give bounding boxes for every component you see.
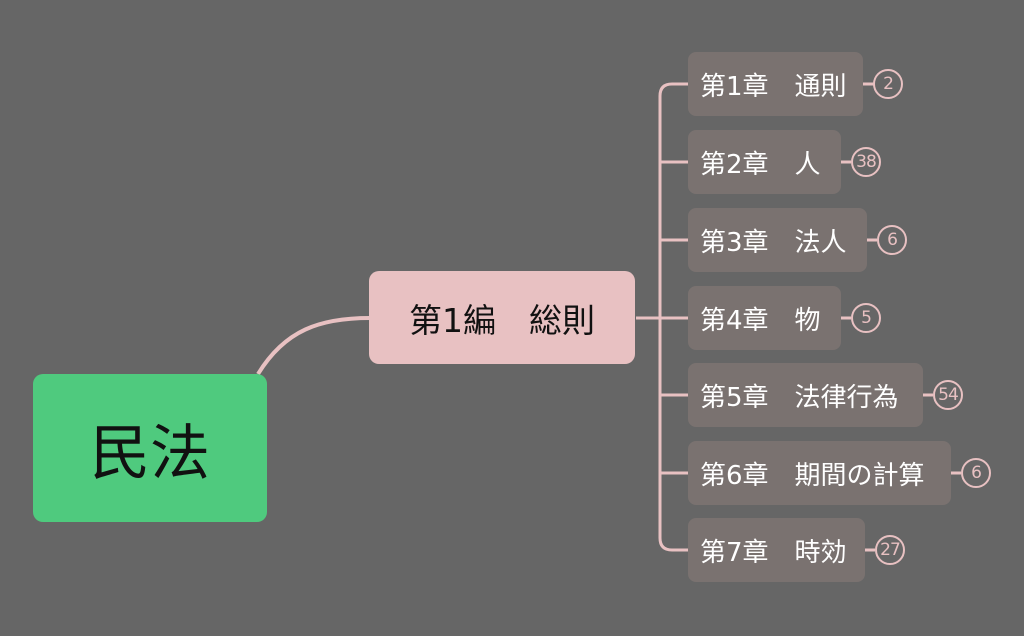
chapter-label: 第6章 期間の計算: [700, 460, 925, 491]
badge-count: 54: [938, 385, 959, 405]
chapter-node-7[interactable]: 第7章 時効: [688, 518, 865, 582]
badge-count: 5: [861, 308, 872, 328]
chapter-node-5[interactable]: 第5章 法律行為: [688, 363, 923, 427]
chapter-2-count-badge[interactable]: 38: [851, 147, 881, 177]
chapter-label: 第1章 通則: [700, 71, 847, 102]
badge-count: 27: [880, 540, 901, 560]
chapter-1-count-badge[interactable]: 2: [873, 69, 903, 99]
chapter-7-count-badge[interactable]: 27: [875, 535, 905, 565]
chapter-label: 第3章 法人: [700, 227, 847, 258]
badge-count: 6: [887, 230, 898, 250]
badge-count: 2: [883, 74, 894, 94]
chapter-label: 第5章 法律行為: [700, 382, 899, 413]
root-node-minpo[interactable]: 民法: [33, 374, 267, 522]
chapter-label: 第4章 物: [700, 305, 821, 336]
chapter-node-4[interactable]: 第4章 物: [688, 286, 841, 350]
chapter-node-1[interactable]: 第1章 通則: [688, 52, 863, 116]
chapter-label: 第2章 人: [700, 149, 821, 180]
badge-count: 6: [971, 463, 982, 483]
chapter-node-3[interactable]: 第3章 法人: [688, 208, 867, 272]
root-node-label: 民法: [90, 418, 210, 489]
chapter-node-2[interactable]: 第2章 人: [688, 130, 841, 194]
chapter-4-count-badge[interactable]: 5: [851, 303, 881, 333]
chapter-node-6[interactable]: 第6章 期間の計算: [688, 441, 951, 505]
branch-node-general-provisions[interactable]: 第1編 総則: [369, 271, 635, 364]
chapter-label: 第7章 時効: [700, 537, 847, 568]
chapter-3-count-badge[interactable]: 6: [877, 225, 907, 255]
chapter-5-count-badge[interactable]: 54: [933, 380, 963, 410]
branch-node-label: 第1編 総則: [409, 300, 595, 340]
chapter-6-count-badge[interactable]: 6: [961, 458, 991, 488]
badge-count: 38: [856, 152, 877, 172]
